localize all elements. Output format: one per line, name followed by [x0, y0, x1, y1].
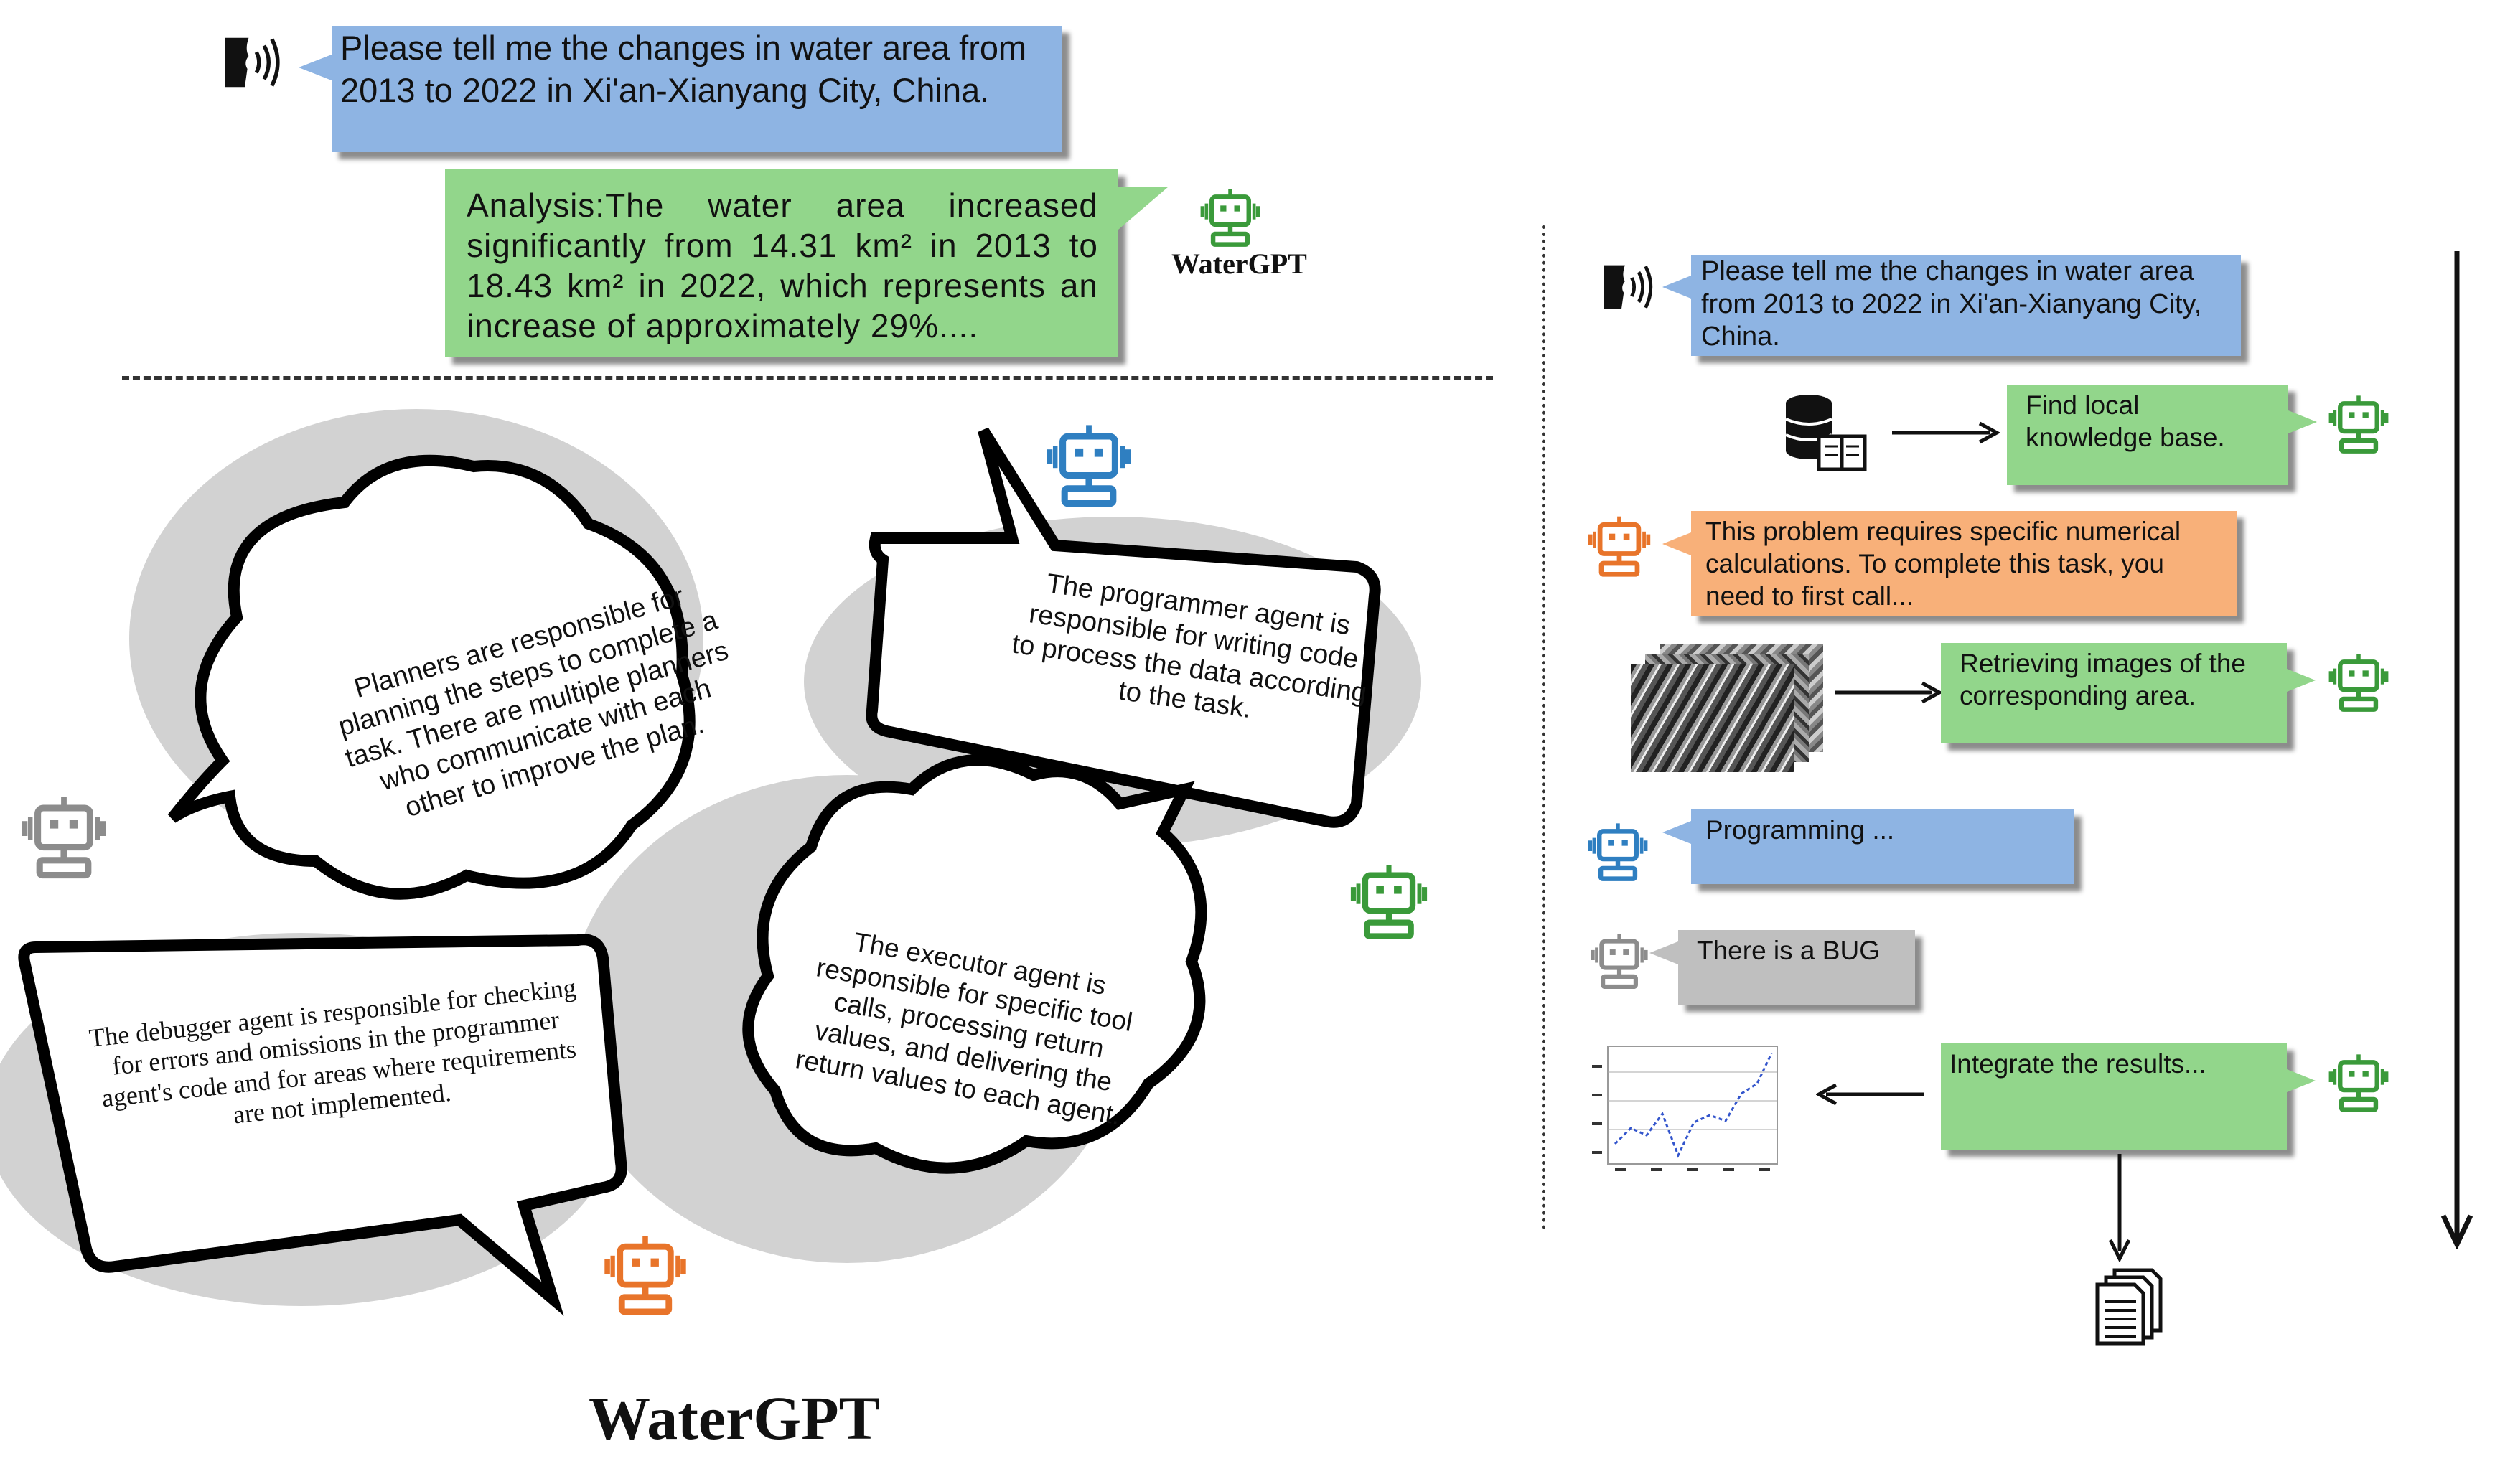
user-query-bubble: Please tell me the changes in water area… [299, 26, 1062, 152]
robot-icon [1197, 184, 1263, 250]
images-bubble: Retrieving images of the corresponding a… [1941, 643, 2316, 743]
speaker-icon [1595, 258, 1660, 316]
arrow-icon [1816, 1083, 1924, 1106]
arrow-icon [2108, 1154, 2131, 1262]
robot-icon [2326, 1049, 2392, 1115]
robot-icon [2326, 390, 2392, 456]
arrow-icon [2440, 251, 2473, 1249]
database-book-icon [1785, 395, 1867, 471]
robot-icon [2326, 649, 2392, 715]
integrate-bubble: Integrate the results... [1941, 1043, 2316, 1150]
bubbles-drawing [0, 409, 1421, 1316]
rp-user-query-bubble: Please tell me the changes in water area… [1662, 255, 2241, 356]
programming-text: Programming ... [1705, 815, 1895, 845]
diagram-title: WaterGPT [589, 1384, 881, 1452]
bug-text: There is a BUG [1697, 936, 1880, 965]
robot-icon [1585, 818, 1651, 884]
agent-label: WaterGPT [1171, 248, 1307, 280]
debugger-bubble [18, 934, 627, 1316]
integrate-text: Integrate the results... [1949, 1049, 2206, 1079]
arrow-icon [1892, 421, 2000, 444]
kb-bubble: Find local knowledge base. [2007, 385, 2317, 485]
speaker-icon [215, 30, 287, 95]
separator-vertical [1542, 225, 1545, 1230]
robot-icon [600, 1229, 691, 1319]
separator-horizontal [122, 376, 1493, 380]
programming-bubble: Programming ... [1662, 809, 2074, 884]
numeric-bubble: This problem requires specific numerical… [1662, 511, 2237, 616]
robot-icon [1042, 418, 1136, 511]
robot-icon [1347, 858, 1431, 943]
executor-cloud [742, 754, 1207, 1174]
rp-user-query-text: Please tell me the changes in water area… [1701, 256, 2202, 352]
bug-bubble: There is a BUG [1649, 930, 1915, 1005]
robot-icon [17, 789, 111, 883]
robot-icon [1588, 929, 1651, 992]
numeric-text: This problem requires specific numerical… [1705, 517, 2181, 611]
analysis-text: Analysis:The water area increased signif… [467, 187, 1098, 345]
line-chart-thumbnail [1592, 1046, 1778, 1171]
planner-cloud [167, 454, 696, 900]
analysis-bubble: Analysis:The water area increased signif… [445, 169, 1169, 357]
images-text: Retrieving images of the corresponding a… [1960, 649, 2246, 711]
satellite-image [1631, 644, 1823, 772]
robot-icon [1585, 511, 1654, 580]
kb-text: Find local knowledge base. [2026, 390, 2225, 453]
programmer-bubble [866, 427, 1381, 828]
documents-icon [2095, 1268, 2163, 1346]
arrow-icon [1835, 681, 1942, 704]
user-query-text: Please tell me the changes in water area… [340, 29, 1027, 109]
